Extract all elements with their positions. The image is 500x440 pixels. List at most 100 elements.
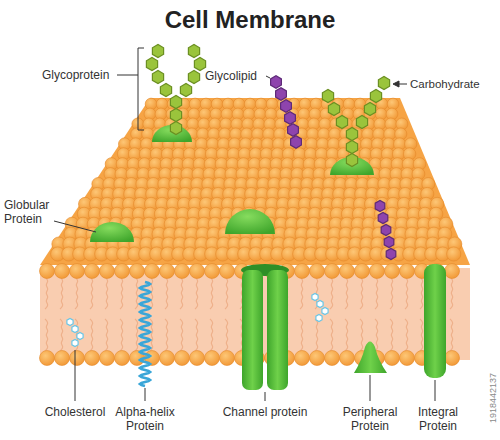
lipid-tail [105, 319, 108, 351]
lipid-tail [450, 277, 453, 309]
part-label: Globular Protein [4, 198, 60, 226]
cholesterol-ring [317, 300, 323, 307]
phospholipid-head [447, 247, 461, 261]
lipid-tail [390, 319, 393, 351]
lipid-tail [180, 319, 183, 351]
carbohydrate-chain [346, 128, 357, 141]
integral-protein [424, 264, 446, 378]
phospholipid-head [310, 264, 325, 279]
part-label: Carbohydrate [410, 77, 490, 91]
lipid-tail [375, 277, 378, 309]
cholesterol-ring [67, 318, 73, 325]
leader-line [266, 76, 270, 78]
globular-protein-dome [225, 209, 275, 234]
phospholipid-head [310, 351, 325, 366]
carbohydrate-chain [170, 109, 181, 122]
carbohydrate-chain [322, 90, 333, 103]
lipid-tail [75, 277, 78, 309]
lipid-tail [300, 277, 303, 309]
phospholipid-head [190, 351, 205, 366]
cholesterol-ring [322, 307, 328, 314]
part-label: Integral Protein [407, 405, 469, 433]
membrane-top-surface [40, 98, 470, 265]
phospholipid-head [175, 264, 190, 279]
glycolipid-chain [375, 200, 385, 211]
carbohydrate-chain [188, 71, 199, 84]
phospholipid-head [100, 351, 115, 366]
lipid-tail [390, 277, 393, 309]
lipid-tail [210, 319, 213, 351]
phospholipid-head [295, 264, 310, 279]
carbohydrate-chain [356, 116, 367, 129]
carbohydrate-chain [160, 84, 171, 97]
lipid-tail [375, 319, 378, 351]
phospholipid-head [70, 264, 85, 279]
lipid-tail [330, 319, 333, 351]
phospholipid-head [160, 351, 175, 366]
leader-bracket [138, 48, 144, 130]
glycolipid-chain [285, 112, 296, 124]
part-label: Alpha-helix Protein [109, 405, 181, 433]
leader-line [265, 392, 266, 401]
phospholipid-head [355, 264, 370, 279]
phospholipid-head [370, 264, 385, 279]
phospholipid-head [130, 264, 145, 279]
phospholipid-head [85, 351, 100, 366]
lipid-tail [45, 277, 48, 309]
lipid-tail [90, 277, 93, 309]
phospholipid-head [381, 247, 395, 261]
lipid-tail [90, 319, 93, 351]
lipid-tail [315, 319, 318, 351]
lipid-tail [360, 277, 363, 309]
carbohydrate-chain [152, 45, 163, 58]
phospholipid-head [220, 264, 235, 279]
phospholipid-head [40, 351, 55, 366]
phospholipid-head [325, 351, 340, 366]
part-label: Peripheral Protein [334, 405, 406, 433]
lipid-tail [45, 319, 48, 351]
lipid-tail [105, 277, 108, 309]
lipid-tail [180, 277, 183, 309]
lipid-tail [120, 319, 123, 351]
cholesterol-ring [72, 325, 78, 332]
diagram-title: Cell Membrane [165, 6, 336, 34]
phospholipid-head [190, 264, 205, 279]
cholesterol-ring [316, 314, 322, 321]
lipid-tail [225, 319, 228, 351]
lipid-tail [420, 319, 423, 351]
phospholipid-head [115, 351, 130, 366]
lipid-tail [345, 319, 348, 351]
carbohydrate-chain [328, 103, 339, 116]
part-label: Glycolipid [205, 69, 267, 83]
carbohydrate-chain [346, 154, 357, 167]
carbohydrate-chain [146, 58, 157, 71]
lipid-tail [360, 319, 363, 351]
leader-line [370, 375, 371, 401]
leader-line [75, 350, 76, 401]
channel-protein [242, 270, 263, 390]
cholesterol-ring [77, 332, 83, 339]
cholesterol-ring [312, 293, 318, 300]
carbohydrate-chain [346, 141, 357, 154]
lipid-tail [405, 319, 408, 351]
carbohydrate-chain [170, 122, 181, 135]
lipid-tail [345, 277, 348, 309]
part-label: Glycoprotein [42, 68, 122, 82]
phospholipid-head [295, 351, 310, 366]
phospholipid-head [85, 264, 100, 279]
globular-protein-dome [90, 222, 134, 242]
carbohydrate-chain [170, 96, 181, 109]
phospholipid-head [55, 264, 70, 279]
phospholipid-head [445, 351, 460, 366]
leader-line [54, 221, 96, 232]
carbohydrate-chain [180, 84, 191, 97]
phospholipid-head [325, 264, 340, 279]
phospholipid-head [115, 264, 130, 279]
phospholipid-head [205, 351, 220, 366]
channel-protein [267, 270, 288, 390]
leader-line [145, 388, 146, 401]
carbohydrate-chain [378, 77, 389, 90]
lipid-tail [405, 277, 408, 309]
phospholipid-head [40, 264, 55, 279]
